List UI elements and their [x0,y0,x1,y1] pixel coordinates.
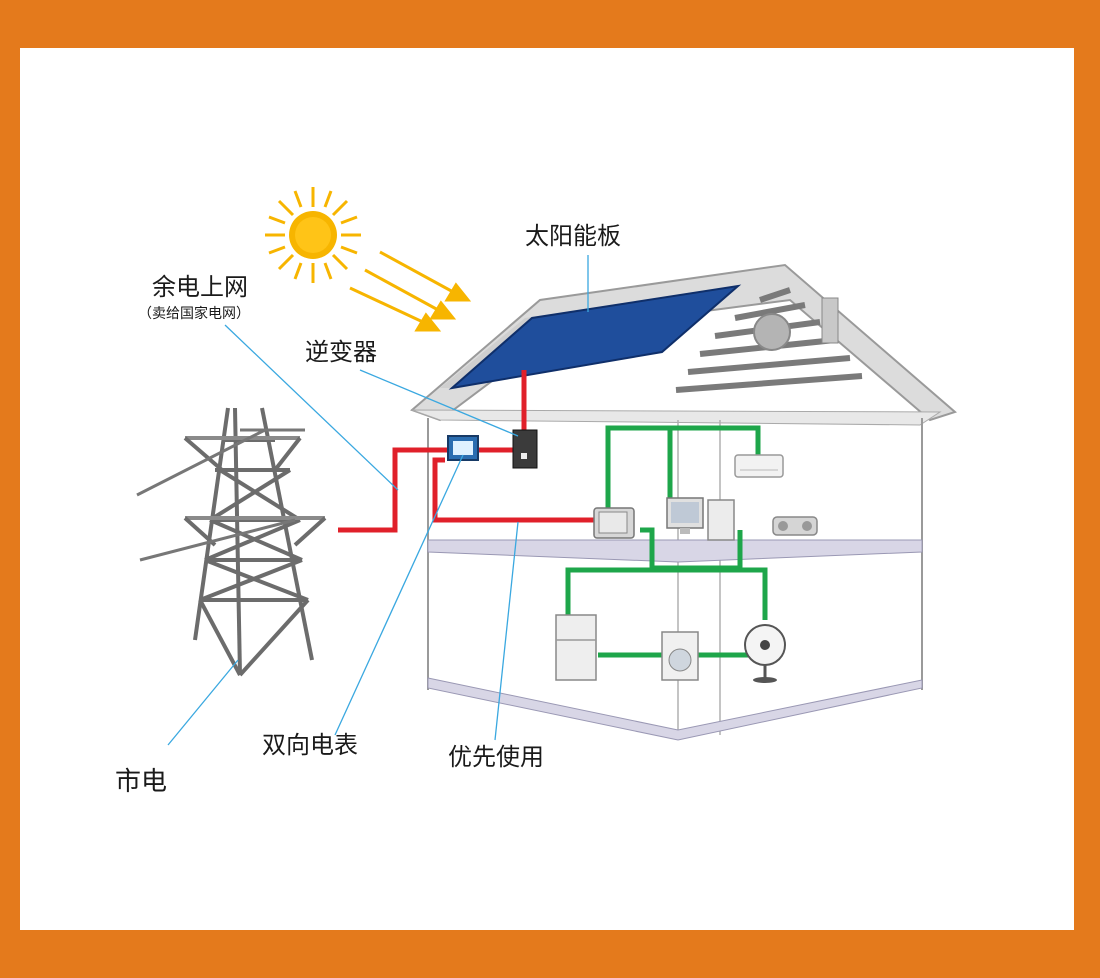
diagram-panel [20,48,1074,930]
solar-panel-icon [448,284,742,390]
surplus-note-label: （卖给国家电网） [138,305,250,322]
bidirectional-meter-label: 双向电表 [262,731,358,759]
power-tower-icon [136,407,327,677]
grid-wiring [338,370,596,533]
house-wiring [565,425,768,658]
tv-icon [593,507,635,539]
surplus-to-grid-label: 余电上网 [152,273,248,301]
sunlight-arrows-icon [349,250,472,332]
grid-label: 市电 [115,767,167,797]
inverter-label: 逆变器 [305,338,377,366]
solar-panel-label: 太阳能板 [525,222,621,250]
priority-use-label: 优先使用 [448,743,544,771]
leader-lines [167,255,589,746]
inverter-icon [512,429,538,469]
bidirectional-meter-icon [447,435,479,461]
computer-icon [666,497,735,541]
sun-icon [265,187,361,283]
house-icon [410,263,958,741]
fan-icon [744,624,786,683]
refrigerator-icon [555,614,597,681]
washing-machine-icon [661,631,699,681]
stereo-icon [772,516,818,536]
air-conditioner-icon [734,454,784,478]
